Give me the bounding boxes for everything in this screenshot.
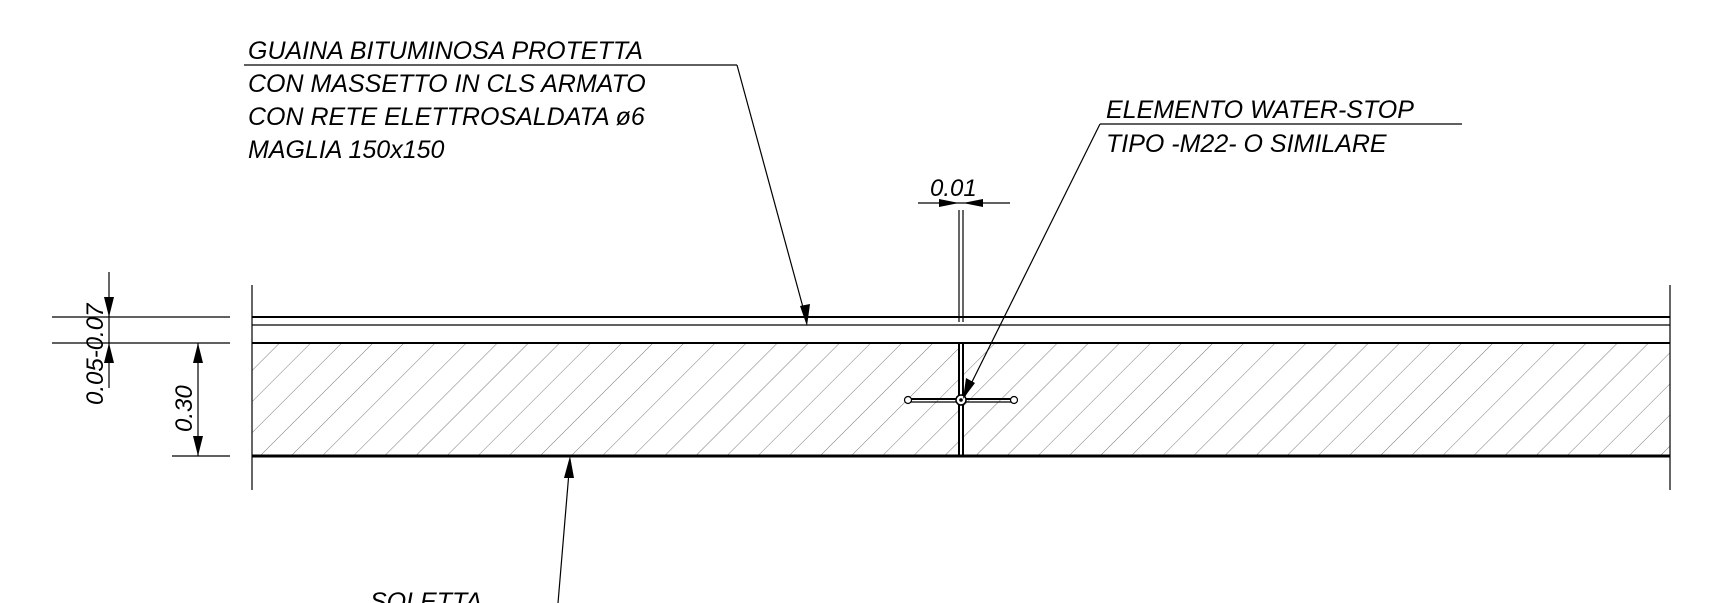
waterstop-note-line-2: TIPO -M22- O SIMILARE [1106,130,1387,158]
membrane-note-line-2: CON MASSETTO IN CLS ARMATO [248,70,646,98]
slab-left-hatch [252,343,959,456]
membrane-note-line-1: GUAINA BITUMINOSA PROTETTA [248,37,643,65]
slab-leader [557,459,571,603]
slab-right-hatch [963,343,1670,456]
slab-label: SOLETTA [370,588,482,603]
membrane-leader [736,64,808,323]
membrane-leader-arrow [800,304,810,326]
slab-section [251,285,1671,490]
membrane-note-line-4: MAGLIA 150x150 [248,136,445,164]
waterstop-leader [964,123,1101,397]
membrane-note: GUAINA BITUMINOSA PROTETTA CON MASSETTO … [244,37,810,326]
waterstop-note: ELEMENTO WATER-STOP TIPO -M22- O SIMILAR… [963,96,1462,399]
slab-thickness-label: 0.30 [171,385,198,432]
screed-layer [252,210,1670,326]
membrane-note-line-3: CON RETE ELETTROSALDATA ø6 [248,103,645,131]
screed-thickness-label: 0.05-0.07 [82,302,109,405]
waterstop-element [903,394,1019,406]
slab-leader-arrow [564,456,574,478]
vertical-dimensions: 0.05-0.07 0.30 [52,272,230,457]
joint-gap-dimension: 0.01 [918,175,1010,207]
joint-gap-label: 0.01 [930,175,977,202]
waterstop-leader-arrow [963,378,975,399]
slab-note: SOLETTA [370,456,574,603]
waterstop-note-line-1: ELEMENTO WATER-STOP [1106,96,1414,124]
